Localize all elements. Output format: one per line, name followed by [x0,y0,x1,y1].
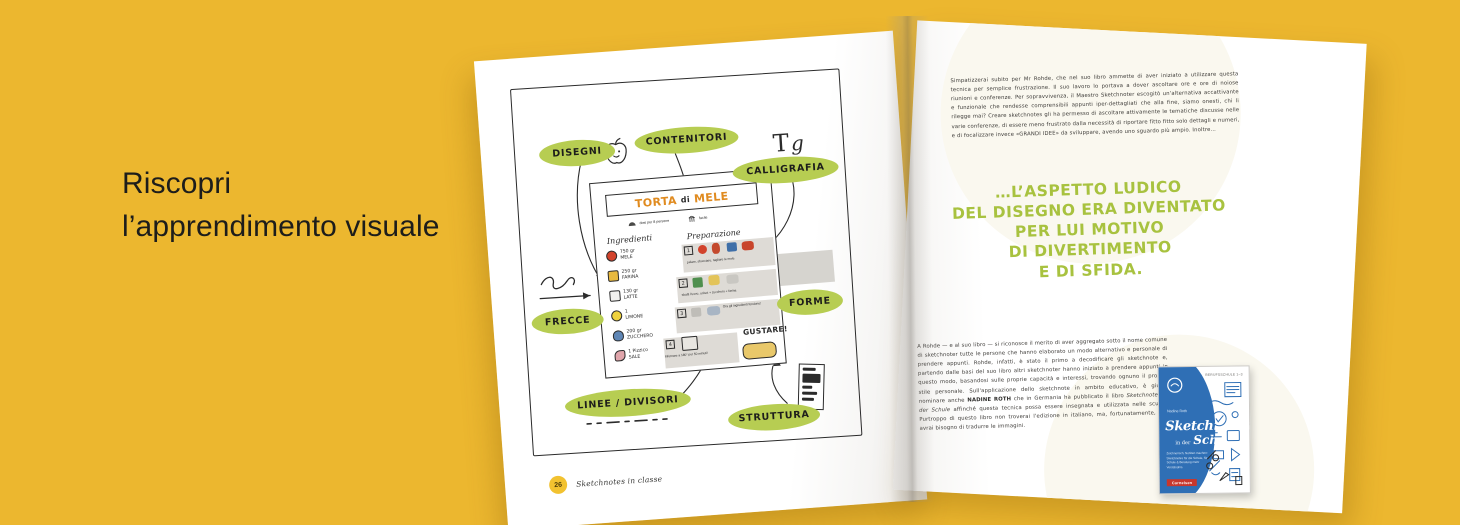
page-number-badge: 26 [548,475,568,495]
ingredient-name: MELE [620,254,633,261]
step-slices-icon [741,240,755,251]
calligraphy-glyphs: Tg [772,128,807,158]
cover-doodles [1206,382,1243,486]
ingredient-name: FARINA [621,273,639,281]
calligraphy-glyph-g: g [790,130,807,156]
difficulty-icon [688,215,695,222]
step-number: 4 [665,339,676,350]
recipe-meta-difficulty: facile [698,214,708,220]
cover-series-label: BERUFSSCHULE 1–3 [1205,372,1243,377]
step-bowl-icon [692,277,704,288]
body-bottom-post: affinché questa tecnica possa essere ins… [919,400,1170,432]
recipe-title-banner: TORTA di MELE [605,182,759,217]
cover-title-small: in der [1175,440,1191,447]
pull-quote: …L’ASPETTO LUDICO DEL DISEGNO ERA DIVENT… [951,177,1227,281]
portions-icon [628,222,636,227]
recipe-meta: dosi per 8 persone facile [627,212,708,228]
recipe-title-di: di [680,194,691,205]
footer-label: Sketchnotes in classe [575,473,663,489]
cover-subtitle: Zeichnerisch, Notizen machen: Sketchnote… [1166,450,1208,469]
ingredient-name: SALE [628,354,641,361]
step-tray-icon [706,305,721,316]
body-text-top: Simpatizzerai subito per Mr Rohde, che n… [950,71,1240,139]
step-number: 3 [676,308,687,319]
body-text-bottom: A Rohde — e al suo libro — si riconosce … [917,336,1169,434]
struttura-layout-icon [797,363,825,411]
step-number: 2 [678,278,689,289]
cover-circle-icon [1167,377,1183,393]
step-number: 1 [683,245,694,256]
body-bottom-mid: che in Germania ha pubblicato il libro [1011,392,1127,402]
apple-ingredient-icon [605,250,618,263]
forme-shape-sample [776,249,835,287]
recipe-meta-portions: dosi per 8 persone [639,218,670,225]
page-footer: 26 Sketchnotes in classe [548,469,663,495]
recipe-title-main: TORTA [634,193,678,210]
lemon-ingredient-icon [610,309,623,322]
recipe-card: TORTA di MELE dosi per 8 persone [589,168,788,379]
book-left-page: Tg [473,30,928,525]
flour-ingredient-icon [607,270,620,282]
recipe-section-preparation: Preparazione [686,227,741,242]
step-knife-icon [726,242,738,252]
sugar-ingredient-icon [612,329,625,342]
cover-author: Nadine Roth [1167,409,1188,414]
step-pour-icon [690,307,702,318]
cover-publisher-logo: Cornelsen [1166,478,1198,487]
salt-ingredient-icon [614,349,626,362]
recipe-title-second: MELE [693,189,730,206]
ingredient-name: LIMONE [625,313,644,321]
page-title: Riscopri l’apprendimento visuale [122,167,440,243]
ingredient-name: ZUCCHERO [626,332,654,341]
sketchnote-frame: Tg [509,68,863,457]
arrow-doodle-icon [539,276,591,300]
body-bottom-name: NADINE ROTH [967,395,1012,404]
recipe-section-ingredients: Ingredienti [606,233,653,246]
ingredient-name: LATTE [623,294,638,301]
divider-line-sample [586,418,668,425]
book-right-page: Simpatizzerai subito per Mr Rohde, che n… [892,20,1367,514]
milk-ingredient-icon [609,290,621,302]
book-cover-thumbnail[interactable]: BERUFSSCHULE 1–3 Nadine Roth Sketchnotes… [1157,365,1251,495]
finished-cake-icon [742,341,778,360]
step-mix-icon [708,274,720,286]
step-pan-icon [726,274,739,285]
step-peel-icon [711,242,721,255]
calligraphy-glyph-T: T [772,128,792,158]
book-spread-image: Tg [473,0,1380,525]
step-oven-icon [681,335,699,352]
